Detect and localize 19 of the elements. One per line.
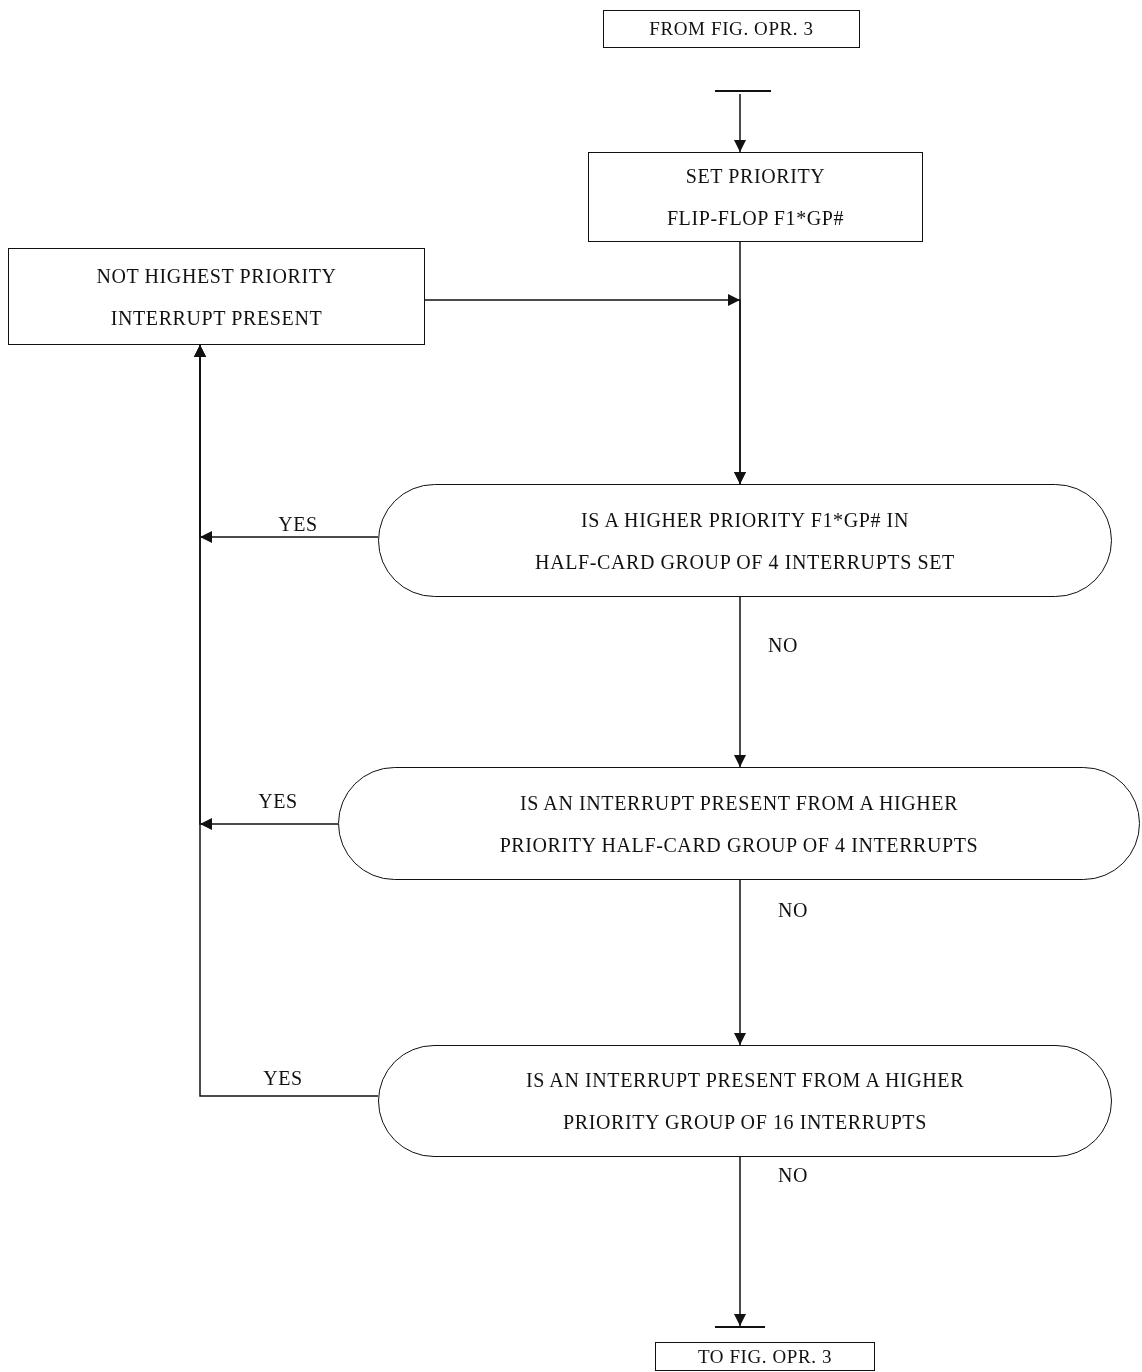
process-box bbox=[8, 248, 425, 345]
process-box bbox=[588, 152, 923, 242]
connector-box bbox=[603, 10, 860, 48]
arrow bbox=[734, 879, 746, 1046]
arrow bbox=[734, 1156, 746, 1327]
arrow bbox=[734, 93, 746, 153]
arrow bbox=[194, 344, 379, 1097]
node-text: TO FIG. OPR. 3 bbox=[697, 1344, 833, 1369]
node-text: FROM FIG. OPR. 3 bbox=[649, 17, 814, 41]
terminal-bar bbox=[715, 90, 771, 94]
node-text: NOT HIGHEST PRIORITY INTERRUPT PRESENT bbox=[95, 263, 338, 331]
terminal-bar bbox=[715, 1326, 765, 1330]
connector-box bbox=[655, 1342, 875, 1371]
node-text: IS A HIGHER PRIORITY F1*GP# IN HALF-CARD GROUP OF 4 INTERRUPTS SET bbox=[534, 507, 956, 575]
node-text: IS AN INTERRUPT PRESENT FROM A HIGHER PRIORITY GROUP OF 16 INTERRUPTS bbox=[524, 1068, 966, 1135]
arrow bbox=[734, 596, 746, 768]
node-text: SET PRIORITY FLIP-FLOP F1*GP# bbox=[665, 164, 846, 231]
arrow bbox=[424, 294, 746, 485]
node-text: IS AN INTERRUPT PRESENT FROM A HIGHER PRIORITY HALF-CARD GROUP OF 4 INTERRUPTS bbox=[498, 790, 980, 858]
